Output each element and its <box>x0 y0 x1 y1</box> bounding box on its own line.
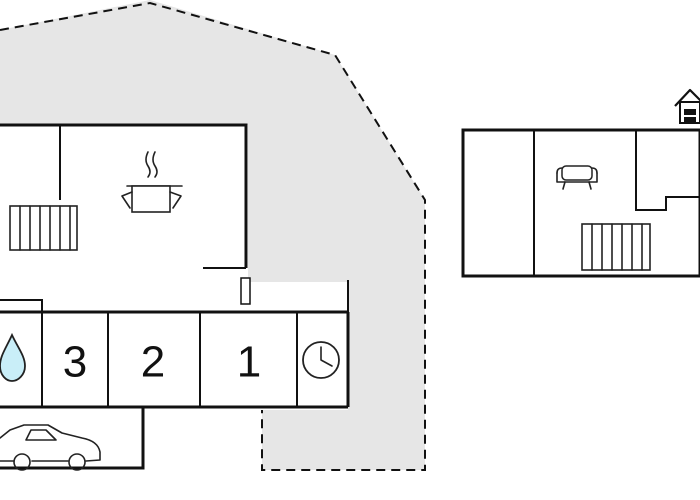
bathroom-wall <box>0 299 43 407</box>
cooking-pot-icon <box>121 151 183 213</box>
door <box>240 277 251 305</box>
water-drop-icon <box>0 332 26 382</box>
room-1-label: 1 <box>237 338 261 387</box>
terrace-dashed-outline <box>0 1 426 471</box>
main-house <box>0 123 350 470</box>
annex-building <box>461 128 700 278</box>
radiator-icon <box>9 205 78 251</box>
annex-outer-wall <box>461 128 700 278</box>
room-2-label: 2 <box>141 338 165 387</box>
car-icon <box>0 424 101 471</box>
clock-icon <box>302 341 340 379</box>
terrace-area <box>0 0 425 470</box>
annex-inner-wall <box>635 130 700 211</box>
room-3-label: 3 <box>63 338 87 387</box>
sofa-icon <box>556 165 598 190</box>
garage-wall <box>0 407 145 470</box>
radiator-icon <box>581 223 651 271</box>
house-icon <box>674 88 700 124</box>
main-house-top-wall <box>0 123 248 268</box>
